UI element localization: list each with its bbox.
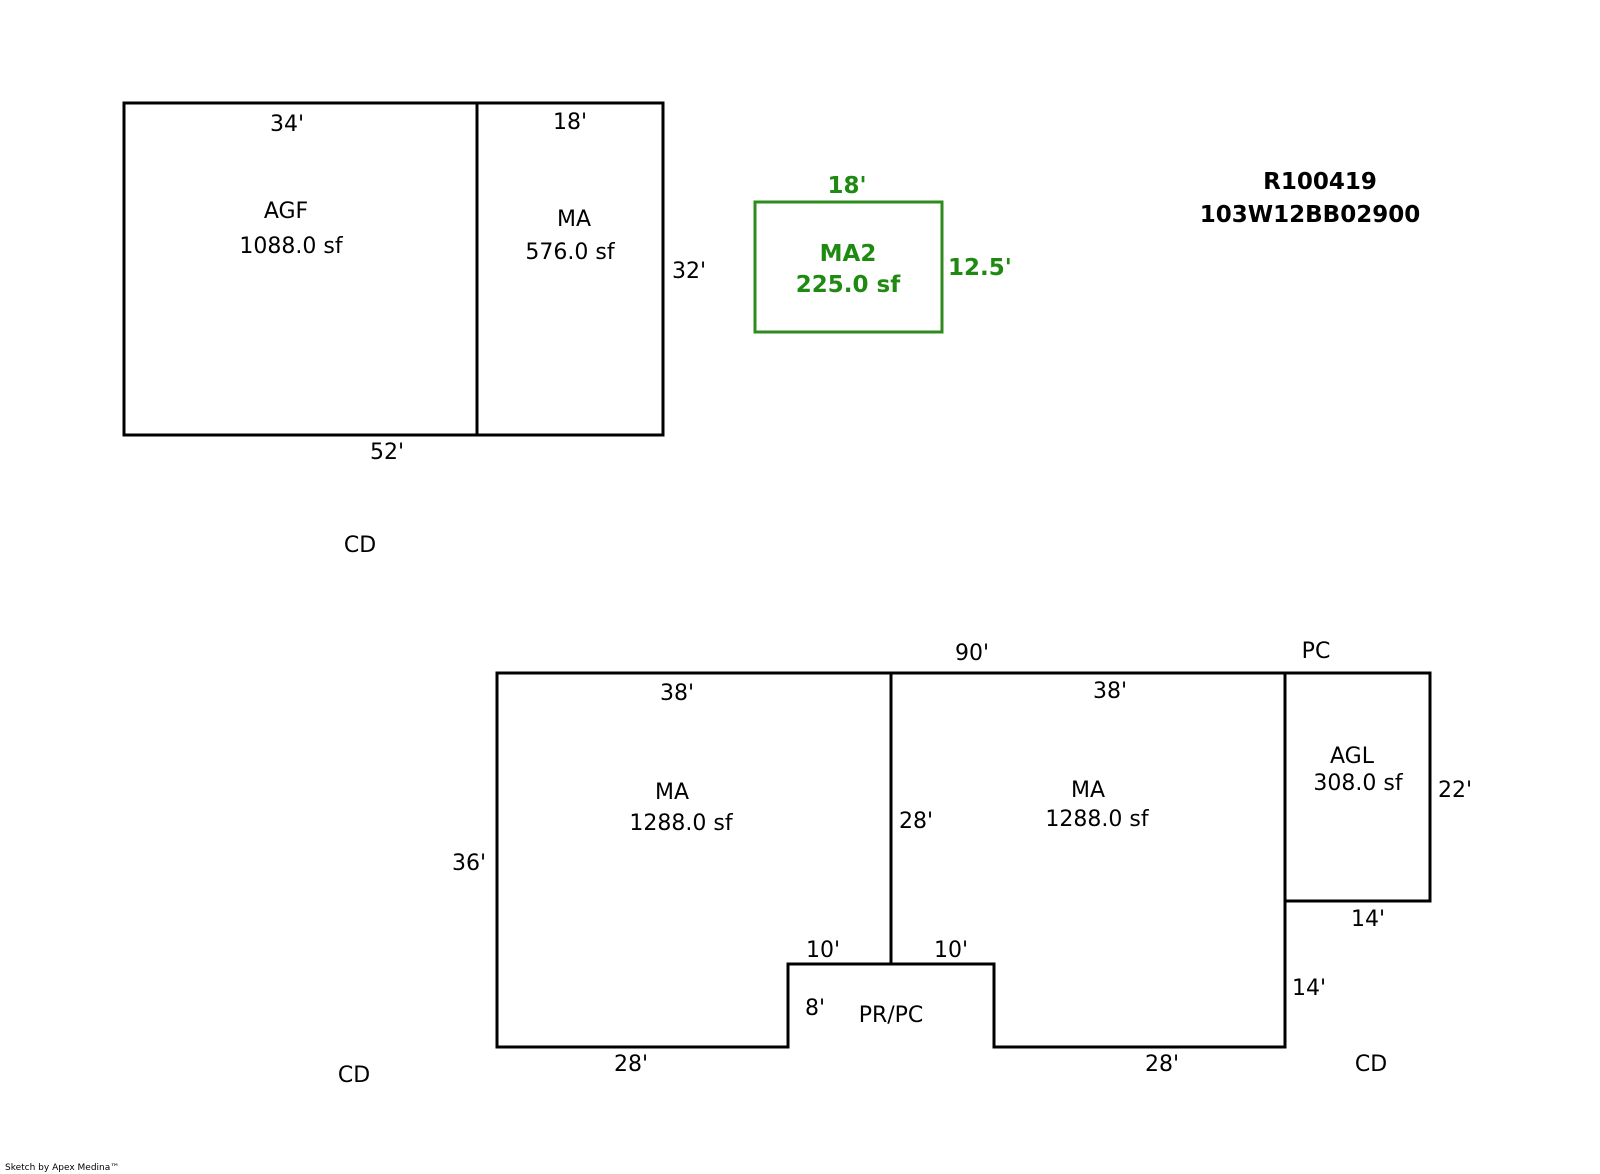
bottom-right-cd-label: CD — [1355, 1052, 1387, 1077]
overall-top-dimension: 90' — [955, 641, 989, 666]
right-lower-dimension: 14' — [1292, 976, 1326, 1001]
ma-code-label: MA — [557, 207, 591, 232]
parcel-account-number: R100419 — [1263, 169, 1377, 195]
bottom-left-cd-label: CD — [338, 1063, 370, 1088]
ma2-area-label: 225.0 sf — [796, 272, 901, 298]
parcel-map-number: 103W12BB02900 — [1200, 202, 1420, 228]
bottom-building: 90' PC 38' 38' MA 1288.0 sf MA 1288.0 sf… — [338, 639, 1472, 1088]
agl-area-outline — [1285, 671, 1432, 903]
pr-pc-label: PR/PC — [859, 1003, 924, 1028]
top-building: 34' 18' AGF 1088.0 sf MA 576.0 sf 32' 52… — [122, 101, 706, 558]
ma-left-area-label: 1288.0 sf — [629, 811, 733, 836]
ma-left-bottom-dimension: 28' — [614, 1052, 648, 1077]
ma2-building: 18' MA2 225.0 sf 12.5' — [753, 173, 1012, 334]
ma2-area-outline — [753, 200, 944, 334]
top-cd-label: CD — [344, 533, 376, 558]
ma2-right-dimension: 12.5' — [948, 255, 1012, 281]
ma-left-code-label: MA — [655, 780, 689, 805]
agf-area-label: 1088.0 sf — [239, 234, 343, 259]
agl-area-label: 308.0 sf — [1313, 771, 1403, 796]
ma-right-code-label: MA — [1071, 778, 1105, 803]
sketch-credit: Sketch by Apex Medina™ — [5, 1163, 119, 1173]
ma2-code-label: MA2 — [820, 241, 877, 267]
agf-area-outline — [122, 101, 479, 437]
notch-left-dimension: 10' — [806, 938, 840, 963]
top-building-bottom-dimension: 52' — [370, 440, 404, 465]
top-building-right-dimension: 32' — [672, 259, 706, 284]
pc-corner-label: PC — [1302, 639, 1331, 664]
ma-area-outline — [475, 101, 665, 437]
ma-right-bottom-dimension: 28' — [1145, 1052, 1179, 1077]
ma2-top-dimension: 18' — [827, 173, 866, 199]
notch-height-dimension: 8' — [805, 996, 825, 1021]
left-side-dimension: 36' — [452, 851, 486, 876]
agf-code-label: AGF — [264, 199, 308, 224]
parcel-identifiers: R100419 103W12BB02900 — [1200, 169, 1420, 228]
ma-area-label: 576.0 sf — [525, 240, 615, 265]
agf-top-dimension: 34' — [270, 112, 304, 137]
ma-right-top-dimension: 38' — [1093, 679, 1127, 704]
notch-right-dimension: 10' — [934, 938, 968, 963]
divider-dimension: 28' — [899, 809, 933, 834]
agl-right-dimension: 22' — [1438, 778, 1472, 803]
agl-bottom-dimension: 14' — [1351, 907, 1385, 932]
ma-right-area-label: 1288.0 sf — [1045, 807, 1149, 832]
ma-left-top-dimension: 38' — [660, 681, 694, 706]
ma-top-dimension: 18' — [553, 110, 587, 135]
agl-code-label: AGL — [1330, 744, 1375, 769]
